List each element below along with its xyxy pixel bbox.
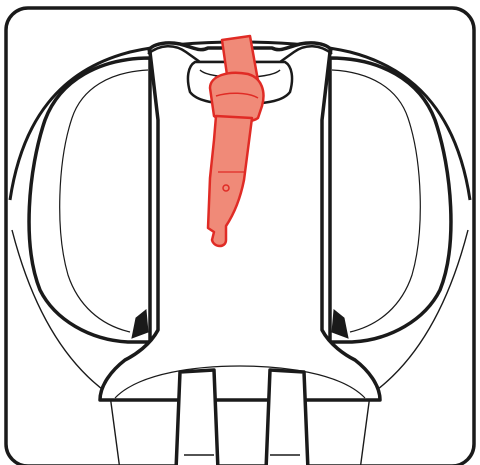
left-harness-strap bbox=[176, 370, 218, 465]
right-harness-strap bbox=[266, 370, 308, 465]
tether-adjuster-buckle bbox=[210, 73, 263, 123]
